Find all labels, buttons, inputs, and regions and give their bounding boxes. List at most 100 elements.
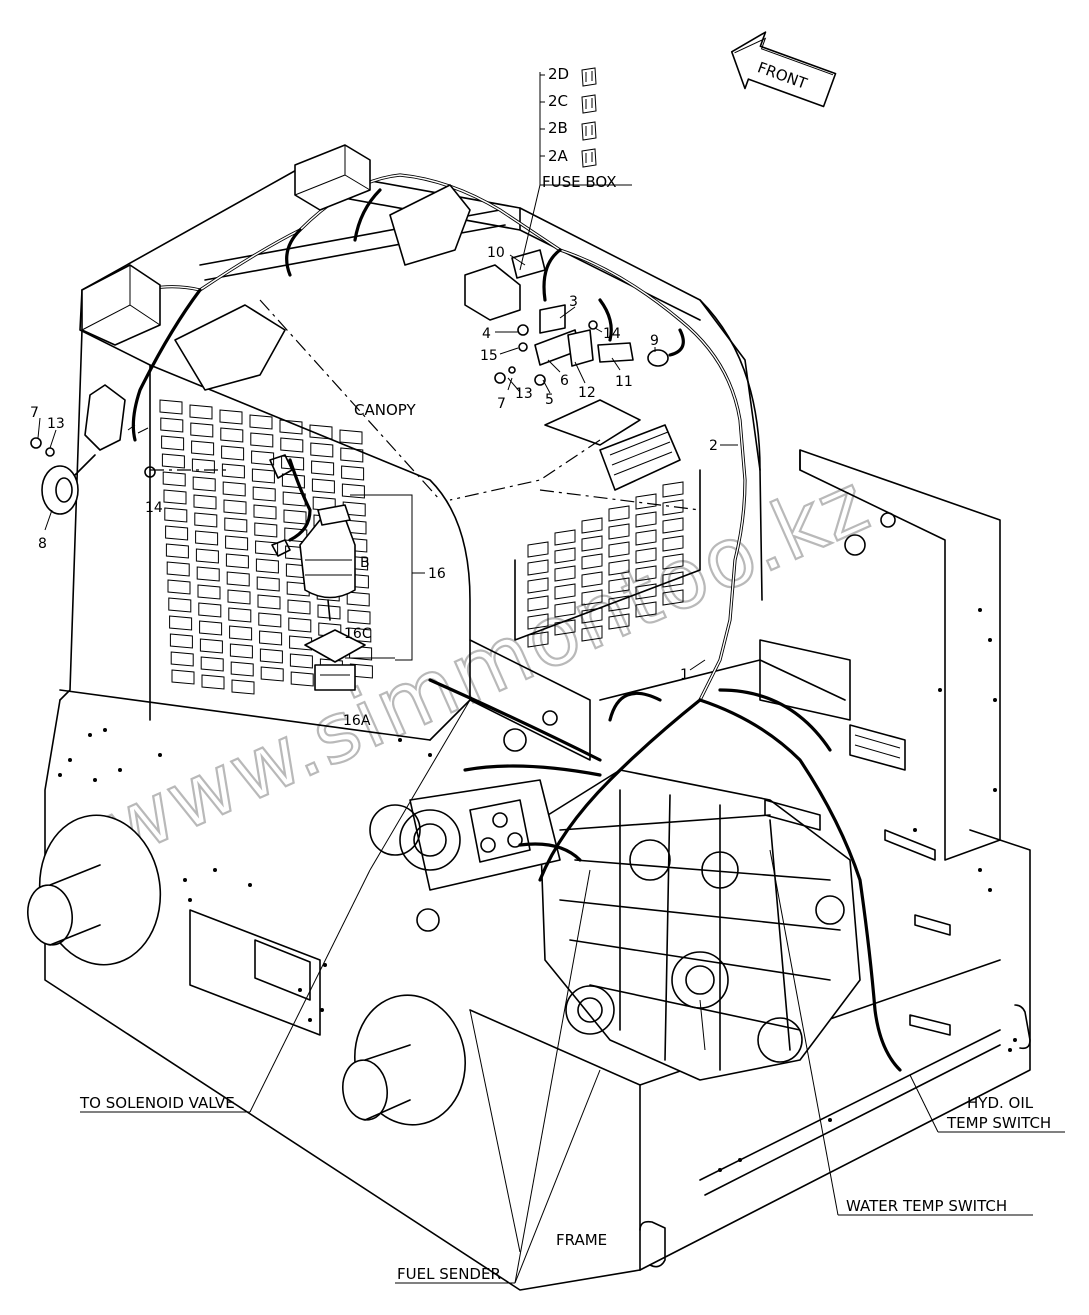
grille-slot xyxy=(554,529,576,546)
grille-slot xyxy=(581,553,603,570)
grille-slot xyxy=(250,432,274,448)
rivet xyxy=(938,688,942,692)
grille-slot xyxy=(581,535,603,552)
callout-13-left: 13 xyxy=(47,416,65,432)
rivet xyxy=(158,753,162,757)
grille-slot xyxy=(225,535,249,551)
grille-slot xyxy=(251,468,275,484)
grille-slot xyxy=(190,422,214,438)
callout-3: 3 xyxy=(569,294,578,310)
grille-slot xyxy=(198,602,222,618)
rivet xyxy=(188,898,192,902)
grille-slot xyxy=(311,460,335,476)
grille-slot xyxy=(229,643,253,659)
grille-slot xyxy=(254,522,278,538)
grille-slot xyxy=(347,609,371,625)
grille-slot xyxy=(220,427,244,443)
fuel-sender-label: FUEL SENDER xyxy=(397,1265,501,1283)
grille-slot xyxy=(662,499,684,516)
grille-slot xyxy=(527,595,549,612)
grille-slot xyxy=(281,473,305,489)
water-temp-switch-label: WATER TEMP SWITCH xyxy=(846,1197,1007,1215)
grille-slot xyxy=(201,674,225,690)
grille-slot xyxy=(662,517,684,534)
rivet xyxy=(298,988,302,992)
callout-8: 8 xyxy=(38,536,47,552)
callout-1: 1 xyxy=(680,667,689,683)
grille-slot xyxy=(527,577,549,594)
grille-slot xyxy=(581,589,603,606)
grille-slot xyxy=(286,581,310,597)
grille-slot xyxy=(581,571,603,588)
grille-slot xyxy=(311,478,335,494)
grille-slot xyxy=(290,671,314,687)
rivet xyxy=(993,788,997,792)
grille-slot xyxy=(260,666,284,682)
grille-slot xyxy=(635,511,657,528)
grille-slot xyxy=(230,661,254,677)
grille-slot xyxy=(223,499,247,515)
grille-slot xyxy=(317,604,341,620)
grille-slot xyxy=(167,579,191,595)
grille-slot xyxy=(348,627,372,643)
fuse-box-label: FUSE BOX xyxy=(542,173,617,191)
fuse-2a-label: 2A xyxy=(548,147,569,165)
grille-slot xyxy=(339,429,363,445)
grille-slot xyxy=(196,566,220,582)
callout-12: 12 xyxy=(578,385,596,401)
grille-slot xyxy=(527,613,549,630)
grille-slot xyxy=(554,583,576,600)
grille-slot xyxy=(280,437,304,453)
rivet xyxy=(88,733,92,737)
grille-slot xyxy=(163,489,187,505)
rivet xyxy=(248,883,252,887)
fuse-icon xyxy=(581,121,597,141)
grille-slot xyxy=(635,565,657,582)
grille-slot xyxy=(662,571,684,588)
callout-7-right: 7 xyxy=(497,396,506,412)
grille-slot xyxy=(635,493,657,510)
grille-slot xyxy=(635,547,657,564)
grille-slot xyxy=(527,541,549,558)
grille-slot xyxy=(169,633,193,649)
front-arrow: FRONT xyxy=(730,31,837,108)
grille-slot xyxy=(170,651,194,667)
grille-slot xyxy=(165,543,189,559)
rivet xyxy=(988,888,992,892)
callout-6: 6 xyxy=(560,373,569,389)
grille-slot xyxy=(199,620,223,636)
rivet xyxy=(1013,1038,1017,1042)
rivet xyxy=(1008,1048,1012,1052)
hyd-oil-label-line2: TEMP SWITCH xyxy=(946,1114,1051,1132)
callout-4: 4 xyxy=(482,326,491,342)
joystick xyxy=(269,454,425,691)
grille-slot xyxy=(310,442,334,458)
rivet xyxy=(323,963,327,967)
canopy-label: CANOPY xyxy=(354,401,416,419)
grille-slot xyxy=(252,486,276,502)
callout-16: 16 xyxy=(428,566,446,582)
grille-slot xyxy=(341,465,365,481)
rivet xyxy=(978,868,982,872)
grille-slot xyxy=(228,607,252,623)
grille-slot xyxy=(309,424,333,440)
grille-slot xyxy=(289,635,313,651)
grille-slot xyxy=(608,505,630,522)
frame-label: FRAME xyxy=(556,1231,607,1249)
grille-slot xyxy=(169,615,193,631)
grille-slot xyxy=(229,625,253,641)
grille-slot xyxy=(608,613,630,630)
wiring-harness xyxy=(108,173,902,1072)
callout-5: 5 xyxy=(545,392,554,408)
grille-slot xyxy=(221,445,245,461)
grille-slot xyxy=(554,619,576,636)
callout-15: 15 xyxy=(480,348,498,364)
rivet xyxy=(308,1018,312,1022)
fuse-box: 2D 2C 2B 2A FUSE BOX xyxy=(519,65,632,271)
grille-slot xyxy=(191,458,215,474)
grille-slot xyxy=(160,417,184,433)
grille-slot xyxy=(283,509,307,525)
grille-slot xyxy=(195,530,219,546)
grille-slot xyxy=(279,419,303,435)
